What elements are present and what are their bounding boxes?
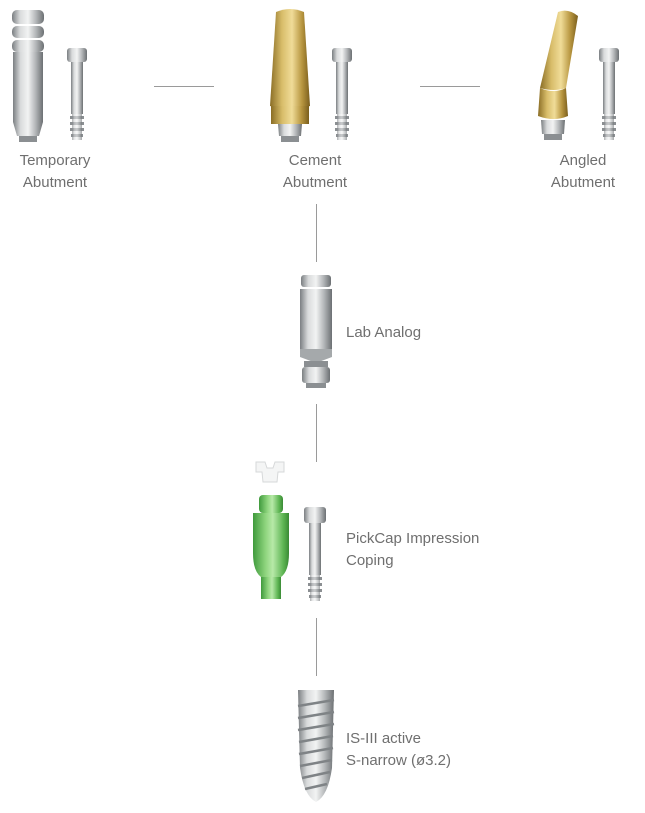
pickcap-label-line2: Coping [346, 552, 394, 569]
cement-screw-image [332, 48, 352, 140]
implant-image [297, 690, 335, 802]
temporary-abutment-label-line2: Abutment [22, 174, 88, 191]
pickcap-label-line1: PickCap Impression [346, 530, 480, 547]
cement-abutment-label-line1: Cement [288, 152, 342, 169]
implant-label-line2: S-narrow (ø3.2) [346, 752, 452, 769]
lab-analog-image [300, 275, 332, 388]
connector-line-vertical-2 [316, 404, 317, 462]
implant-label-line1: IS-III active [346, 730, 422, 747]
angled-screw-image [599, 48, 619, 140]
angled-abutment-label-line1: Angled [559, 152, 607, 169]
connector-line-vertical-3 [316, 618, 317, 676]
connector-line-right [420, 86, 480, 87]
temporary-abutment-image [12, 10, 44, 142]
connector-line-vertical-1 [316, 204, 317, 262]
angled-abutment-label-line2: Abutment [550, 174, 616, 191]
lab-analog-label: Lab Analog [346, 324, 422, 341]
cement-abutment-label-line2: Abutment [282, 174, 348, 191]
pickcap-screw-image [304, 507, 326, 601]
connector-line-left [154, 86, 214, 87]
temporary-screw-image [67, 48, 87, 140]
angled-abutment-image [538, 10, 578, 140]
pickcap-cap-image [255, 461, 285, 483]
pickcap-coping-image [253, 495, 289, 599]
cement-abutment-image [270, 9, 310, 142]
temporary-abutment-label-line1: Temporary [19, 152, 91, 169]
